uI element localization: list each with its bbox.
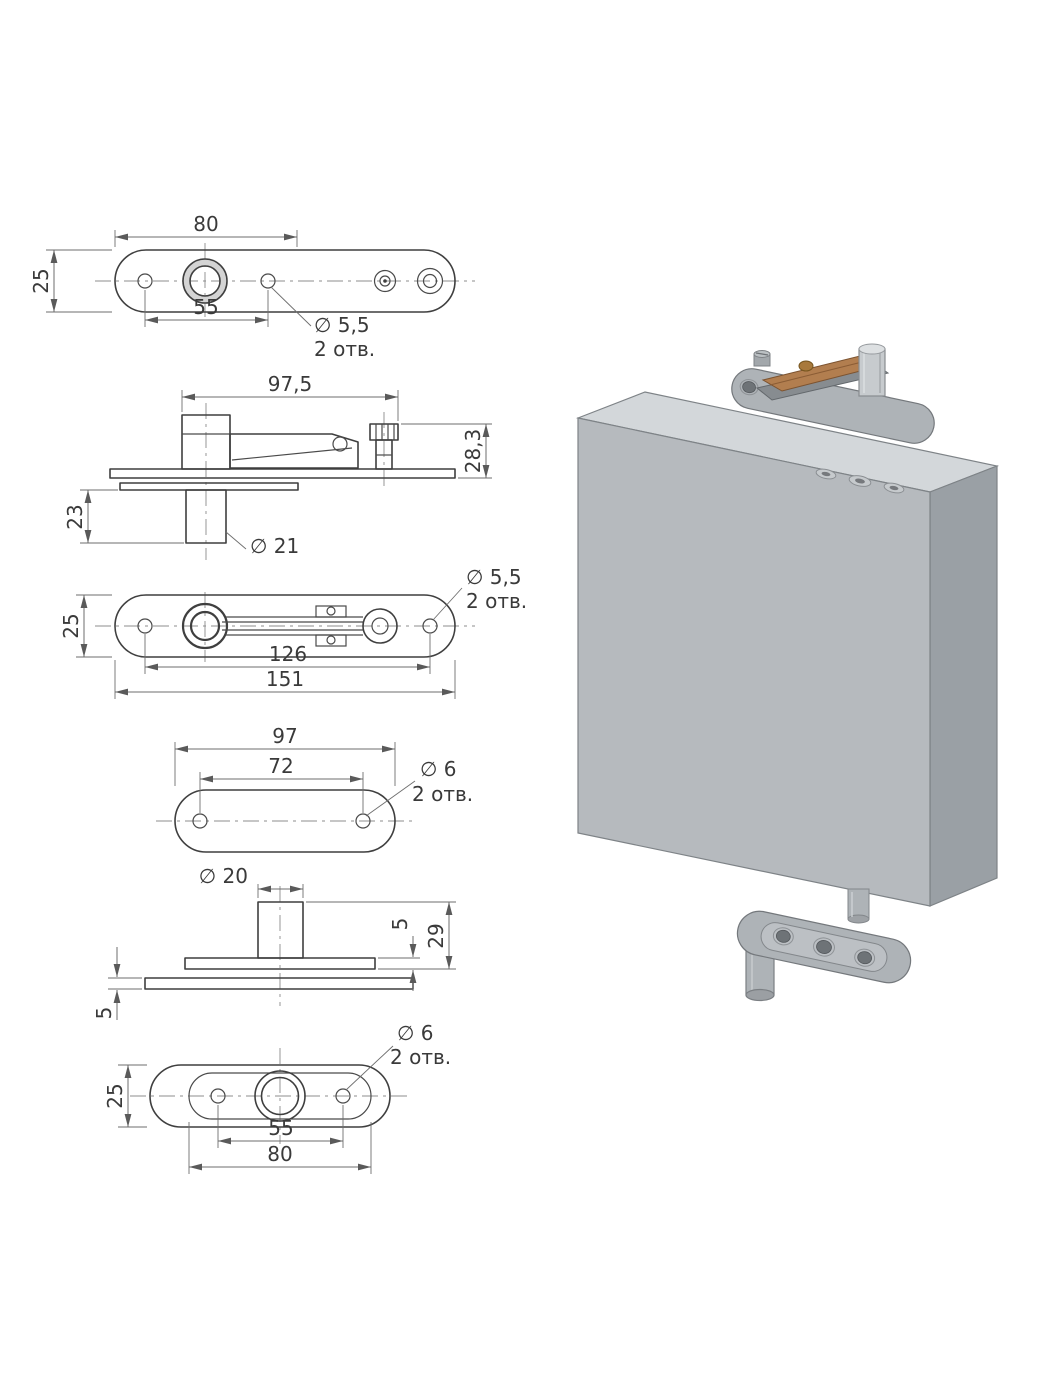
door-bottom-pin [847, 888, 870, 924]
dim-hole-callout: ∅ 5,5 2 отв. [432, 565, 527, 621]
dim-label: ∅ 6 [397, 1021, 434, 1045]
lower-plate-edge [119, 482, 299, 491]
boss-outline [188, 1072, 372, 1120]
top-pivot-pin-3d [858, 343, 886, 397]
dim-label: ∅ 6 [420, 757, 457, 781]
dim-label: 55 [193, 295, 218, 319]
dim-label: 72 [268, 754, 293, 778]
pivot-pin-cylinder [257, 901, 304, 959]
bottom-plate-outline [149, 1064, 391, 1128]
door-front-face [577, 417, 931, 907]
dim-label: 2 отв. [412, 782, 473, 806]
bottom-pivot-plate-3d [736, 910, 912, 984]
door-top-holes [815, 468, 905, 494]
view-top-hinge-plan: ∅ 5,5 2 отв. 25 126 151 [59, 565, 527, 699]
dim-97: 97 [174, 724, 396, 786]
door-panel [575, 391, 1000, 924]
hole [355, 813, 371, 829]
adjust-screw-3d [753, 350, 771, 367]
dim-label: ∅ 5,5 [466, 565, 522, 589]
top-hinge-3d [731, 343, 935, 444]
mount-plate-outline [174, 789, 396, 853]
dim-25: 25 [29, 249, 112, 313]
dim-25: 25 [103, 1064, 147, 1128]
dim-pin-dia-callout: ∅ 21 [225, 531, 299, 558]
dim-29: 29 [306, 901, 456, 970]
isometric-render [575, 343, 1000, 1002]
pivot-socket [254, 1070, 306, 1122]
pivot-socket-inner [260, 1076, 300, 1116]
dim-label: 55 [268, 1116, 293, 1140]
dim-label: 97 [272, 724, 297, 748]
dim-25: 25 [59, 594, 112, 658]
dim-72: 72 [199, 754, 364, 813]
top-hinge-body [109, 414, 456, 544]
dim-label: ∅ 5,5 [314, 313, 370, 337]
hole [210, 1088, 226, 1104]
dim-55: 55 [144, 290, 269, 327]
dim-label: 80 [193, 212, 218, 236]
pivot-pin-side [185, 489, 227, 544]
view-bottom-pivot-side: ∅ 20 29 5 5 [92, 864, 456, 1020]
copper-spring-edge [769, 360, 867, 386]
dim-plate-5: 5 [92, 947, 142, 1020]
hole [192, 813, 208, 829]
hinge-plate-outline [114, 594, 456, 658]
dim-label: 2 отв. [314, 337, 375, 361]
dim-label: ∅ 21 [250, 534, 299, 558]
dim-80: 80 [188, 1122, 372, 1174]
dim-label: 25 [103, 1083, 127, 1108]
dim-label: 2 отв. [466, 589, 527, 613]
dim-label: 151 [266, 667, 304, 691]
dim-label: 28,3 [461, 429, 485, 474]
view-top-plate-plan: 80 25 55 ∅ 5,5 2 отв. [29, 212, 475, 361]
dim-80: 80 [114, 212, 298, 247]
dim-label: 80 [267, 1142, 292, 1166]
hinge-plan-details [137, 602, 438, 650]
dim-label: 126 [269, 642, 307, 666]
dim-28-3: 28,3 [401, 423, 492, 479]
dim-hole-callout: ∅ 6 2 отв. [345, 1021, 451, 1091]
dim-label: 29 [424, 923, 448, 948]
dim-151: 151 [114, 660, 456, 699]
dim-23: 23 [63, 489, 184, 544]
dim-label: 5 [92, 1007, 116, 1020]
base-plate-edge [109, 468, 456, 479]
door-side-face [929, 465, 998, 907]
view-mount-plate-plan: 97 72 ∅ 6 2 отв. [156, 724, 473, 853]
dim-97-5: 97,5 [181, 372, 399, 421]
dim-hole-callout: ∅ 5,5 2 отв. [270, 286, 375, 361]
top-plate-holes [137, 258, 444, 304]
brass-screw-3d [798, 360, 814, 372]
dim-55: 55 [217, 1105, 344, 1148]
hole [335, 1088, 351, 1104]
dim-pin-dia: ∅ 20 [199, 864, 304, 898]
view-top-hinge-side: 97,5 28,3 23 ∅ 21 [63, 372, 492, 560]
dim-label: 25 [59, 613, 83, 638]
dim-flange-5: 5 [378, 918, 420, 991]
view-bottom-plate-plan: ∅ 6 2 отв. 25 55 80 [103, 1021, 451, 1174]
dim-label: 23 [63, 504, 87, 529]
dim-label: 5 [388, 918, 412, 931]
plate-edge [144, 977, 414, 990]
dim-126: 126 [144, 634, 431, 674]
top-plate-outline [114, 249, 456, 313]
dim-label: 97,5 [268, 372, 313, 396]
bottom-pivot-3d [736, 910, 912, 1002]
dim-label: 25 [29, 268, 53, 293]
dim-label: ∅ 20 [199, 864, 248, 888]
pivot-flange [184, 957, 376, 970]
dim-hole-callout: ∅ 6 2 отв. [365, 757, 473, 817]
dim-label: 2 отв. [390, 1045, 451, 1069]
